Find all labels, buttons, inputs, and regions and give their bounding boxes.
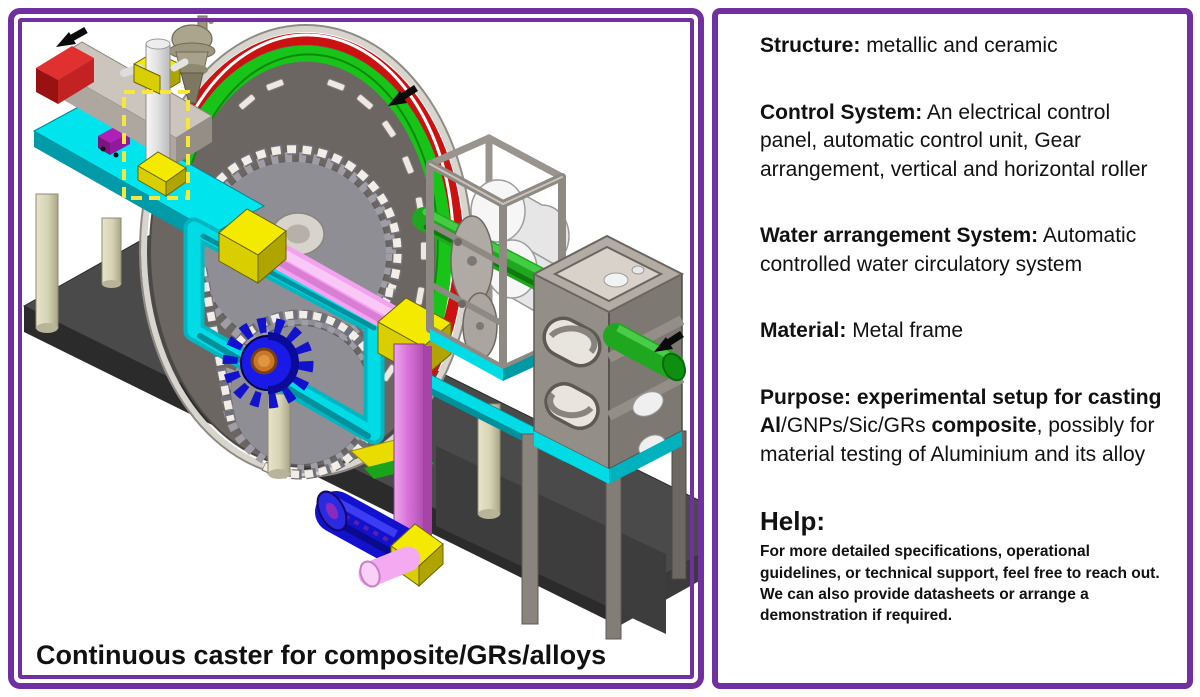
info-water-system-text: Automatic controlled water circulatory s… — [760, 224, 1137, 276]
info-section-material: Material: Metal frame — [760, 317, 1165, 346]
tundish-funnel — [168, 15, 216, 104]
drive-motor-finned — [315, 490, 419, 567]
feed-inlet-arrow — [56, 26, 88, 47]
stopper-rod-assembly — [120, 38, 189, 197]
machine-panel: Continuous caster for composite/GRs/allo… — [8, 8, 704, 689]
info-purpose-label: Purpose: experimental setup for casting … — [760, 385, 1162, 438]
info-water-system-label: Water arrangement System: — [760, 224, 1039, 248]
info-control-system-label: Control System: — [760, 100, 923, 124]
wheel-rotation-arrow — [388, 85, 418, 106]
shaft-stub-pink — [358, 546, 421, 588]
drive-sprocket-blue — [222, 317, 314, 409]
machine-illustration: Continuous caster for composite/GRs/allo… — [22, 15, 698, 670]
info-control-system-text: An electrical control panel, automatic c… — [760, 100, 1148, 181]
support-legs-rear — [35, 193, 122, 333]
info-section-control-system: Control System: An electrical control pa… — [760, 99, 1165, 185]
info-section-purpose: Purpose: experimental setup for casting … — [760, 384, 1165, 470]
coupling-block-a — [218, 208, 287, 285]
roller-cutouts — [542, 316, 602, 430]
support-legs-front — [267, 393, 501, 519]
cast-bar-output-green — [603, 323, 687, 382]
stopper-rod-selection-box — [122, 90, 190, 200]
info-material-text: Metal frame — [846, 319, 964, 343]
info-structure-text: metallic and ceramic — [860, 34, 1058, 57]
feed-inlet-cap — [36, 46, 94, 104]
info-material-label: Material: — [760, 319, 847, 343]
info-structure-label: Structure: — [760, 34, 861, 57]
info-section-water-system: Water arrangement System: Automatic cont… — [760, 222, 1165, 279]
info-purpose-text: , possibly for material testing of Alumi… — [760, 414, 1155, 466]
info-purpose-label: composite — [931, 414, 1037, 438]
info-purpose-text: /GNPs/Sic/GRs — [781, 414, 932, 438]
help-title: Help: — [760, 506, 825, 537]
support-column-magenta — [393, 343, 432, 537]
info-section-structure: Structure: metallic and ceramic — [760, 32, 1165, 61]
horizontal-roller-stand — [521, 234, 687, 640]
stopper-rod — [145, 43, 171, 167]
help-body: For more detailed specifications, operat… — [760, 543, 1160, 625]
output-bar-arrow — [654, 331, 684, 352]
machine-caption: Continuous caster for composite/GRs/allo… — [36, 640, 606, 670]
